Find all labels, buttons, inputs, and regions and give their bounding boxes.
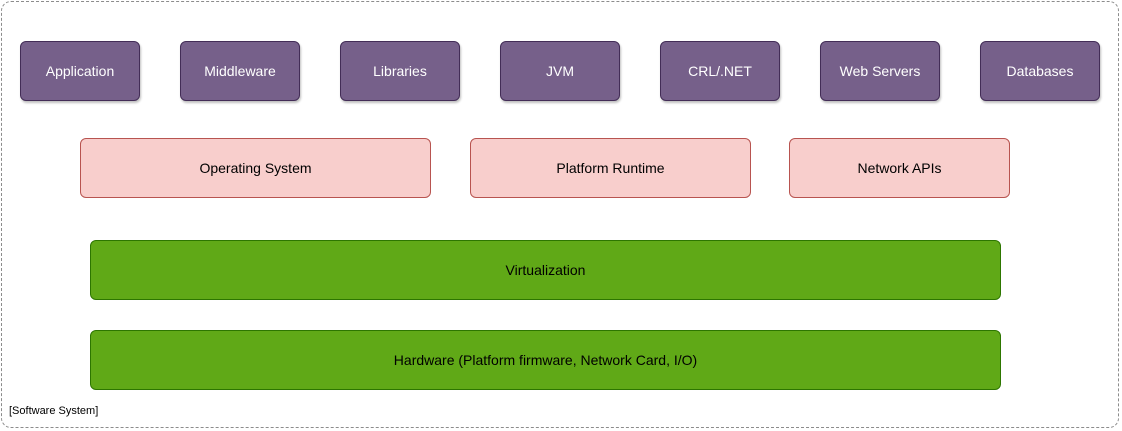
crl-net-block: CRL/.NET xyxy=(660,41,780,101)
application-block: Application xyxy=(20,41,140,101)
jvm-block: JVM xyxy=(500,41,620,101)
hardware-block: Hardware (Platform firmware, Network Car… xyxy=(90,330,1001,390)
platform-runtime-block: Platform Runtime xyxy=(470,138,751,198)
middleware-block: Middleware xyxy=(180,41,300,101)
network-apis-block: Network APIs xyxy=(789,138,1010,198)
operating-system-block: Operating System xyxy=(80,138,431,198)
virtualization-block: Virtualization xyxy=(90,240,1001,300)
frame-label: [Software System] xyxy=(9,405,99,417)
libraries-block: Libraries xyxy=(340,41,460,101)
databases-block: Databases xyxy=(980,41,1100,101)
web-servers-block: Web Servers xyxy=(820,41,940,101)
